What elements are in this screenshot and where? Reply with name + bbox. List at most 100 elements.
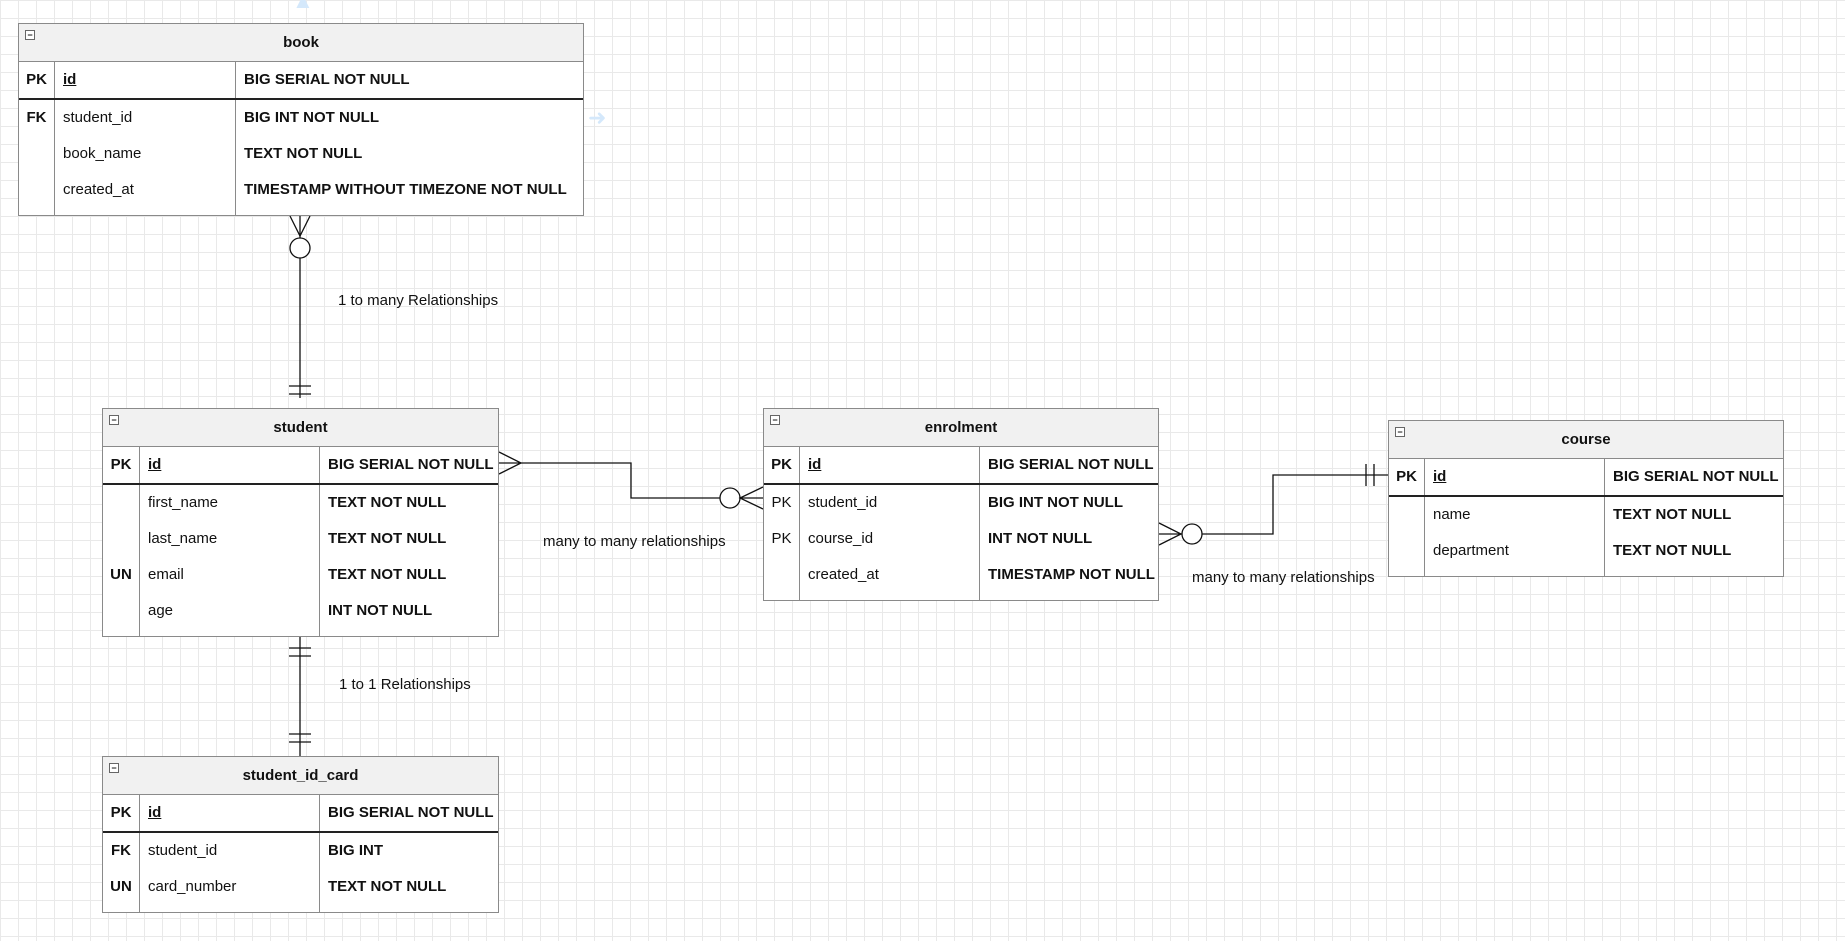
entity-title: student_id_card: [242, 767, 359, 784]
table-row[interactable]: created_at TIMESTAMP NOT NULL: [764, 557, 1158, 593]
key-label: PK: [110, 456, 132, 473]
table-row[interactable]: first_name TEXT NOT NULL: [103, 485, 498, 521]
entity-title: course: [1561, 431, 1611, 448]
table-row[interactable]: FK student_id BIG INT: [103, 833, 498, 869]
table-row[interactable]: FK student_id BIG INT NOT NULL: [19, 100, 583, 136]
column-name: name: [1433, 506, 1471, 523]
column-type: TEXT NOT NULL: [328, 566, 447, 583]
collapse-icon[interactable]: −: [25, 30, 35, 40]
column-name: id: [148, 804, 162, 821]
key-label: [103, 521, 139, 557]
key-label: PK: [1396, 468, 1417, 485]
entity-student-id-card[interactable]: − student_id_card PK id BIG SERIAL NOT N…: [102, 756, 499, 913]
column-name: student_id: [808, 494, 878, 511]
table-row[interactable]: UN email TEXT NOT NULL: [103, 557, 498, 593]
column-name: book_name: [63, 145, 142, 162]
mandatory-one-student-top: [289, 385, 311, 395]
key-label: UN: [110, 878, 132, 895]
table-row[interactable]: name TEXT NOT NULL: [1389, 497, 1783, 533]
crowfoot-enrolment-right: [1158, 522, 1183, 546]
mandatory-one-course: [1365, 464, 1375, 486]
column-type: BIG SERIAL NOT NULL: [244, 71, 410, 88]
table-row[interactable]: department TEXT NOT NULL: [1389, 533, 1783, 569]
column-name: id: [808, 456, 822, 473]
column-name: created_at: [808, 566, 879, 583]
table-row[interactable]: age INT NOT NULL: [103, 593, 498, 629]
table-row[interactable]: PK id BIG SERIAL NOT NULL: [19, 62, 583, 100]
column-type: BIG SERIAL NOT NULL: [328, 804, 494, 821]
entity-header[interactable]: − book: [19, 24, 583, 62]
column-type: BIG SERIAL NOT NULL: [988, 456, 1154, 473]
column-type: INT NOT NULL: [988, 530, 1093, 547]
table-row[interactable]: PK id BIG SERIAL NOT NULL: [1389, 459, 1783, 497]
label-enrolment-course: many to many relationships: [1192, 569, 1375, 586]
column-name: age: [148, 602, 174, 619]
column-name: course_id: [808, 530, 874, 547]
collapse-icon[interactable]: −: [109, 763, 119, 773]
crowfoot-student: [498, 451, 523, 475]
key-label: PK: [26, 71, 47, 88]
label-student-card: 1 to 1 Relationships: [339, 676, 471, 693]
column-type: TEXT NOT NULL: [1613, 542, 1732, 559]
column-type: TEXT NOT NULL: [328, 494, 447, 511]
table-row[interactable]: PK id BIG SERIAL NOT NULL: [103, 795, 498, 833]
column-type: TIMESTAMP WITHOUT TIMEZONE NOT NULL: [244, 181, 567, 198]
collapse-icon[interactable]: −: [109, 415, 119, 425]
column-type: BIG SERIAL NOT NULL: [1613, 468, 1779, 485]
entity-course[interactable]: − course PK id BIG SERIAL NOT NULL name …: [1388, 420, 1784, 577]
key-label: [1389, 533, 1424, 569]
entity-title: enrolment: [924, 419, 998, 436]
mandatory-one-student-bottom: [289, 647, 311, 657]
mandatory-one-card-top: [289, 733, 311, 743]
key-label: FK: [26, 109, 47, 126]
column-name: card_number: [148, 878, 237, 895]
entity-student[interactable]: − student PK id BIG SERIAL NOT NULL firs…: [102, 408, 499, 637]
table-row[interactable]: PK id BIG SERIAL NOT NULL: [103, 447, 498, 485]
key-label: UN: [110, 566, 132, 583]
key-label: PK: [771, 494, 792, 511]
column-name: last_name: [148, 530, 218, 547]
key-label: [19, 136, 54, 172]
crowfoot-book: [289, 215, 311, 238]
connector-student-enrolment: [499, 462, 763, 499]
table-row[interactable]: last_name TEXT NOT NULL: [103, 521, 498, 557]
key-label: FK: [111, 842, 131, 859]
collapse-icon[interactable]: −: [770, 415, 780, 425]
entity-header[interactable]: − course: [1389, 421, 1783, 459]
key-label: [19, 172, 54, 208]
optional-circle-book: [289, 237, 311, 259]
column-type: BIG SERIAL NOT NULL: [328, 456, 494, 473]
column-name: id: [63, 71, 77, 88]
collapse-icon[interactable]: −: [1395, 427, 1405, 437]
column-type: BIG INT: [328, 842, 383, 859]
table-row[interactable]: PK course_id INT NOT NULL: [764, 521, 1158, 557]
key-label: [103, 485, 139, 521]
entity-book[interactable]: − book PK id BIG SERIAL NOT NULL FK stud…: [18, 23, 584, 216]
column-type: INT NOT NULL: [328, 602, 433, 619]
column-name: created_at: [63, 181, 134, 198]
optional-circle-enrolment-left: [719, 487, 741, 509]
entity-enrolment[interactable]: − enrolment PK id BIG SERIAL NOT NULL PK…: [763, 408, 1159, 601]
column-name: department: [1433, 542, 1509, 559]
column-type: BIG INT NOT NULL: [244, 109, 379, 126]
key-label: [1389, 497, 1424, 533]
table-row[interactable]: UN card_number TEXT NOT NULL: [103, 869, 498, 905]
entity-title: student: [273, 419, 328, 436]
table-row[interactable]: PK student_id BIG INT NOT NULL: [764, 485, 1158, 521]
entity-header[interactable]: − student_id_card: [103, 757, 498, 795]
table-row[interactable]: book_name TEXT NOT NULL: [19, 136, 583, 172]
entity-header[interactable]: − student: [103, 409, 498, 447]
column-type: TEXT NOT NULL: [244, 145, 363, 162]
column-name: student_id: [148, 842, 218, 859]
entity-header[interactable]: − enrolment: [764, 409, 1158, 447]
table-row[interactable]: PK id BIG SERIAL NOT NULL: [764, 447, 1158, 485]
column-name: id: [148, 456, 162, 473]
table-row[interactable]: created_at TIMESTAMP WITHOUT TIMEZONE NO…: [19, 172, 583, 208]
column-name: email: [148, 566, 184, 583]
key-label: PK: [771, 456, 792, 473]
column-type: TEXT NOT NULL: [328, 878, 447, 895]
key-label: [764, 557, 799, 593]
column-name: student_id: [63, 109, 133, 126]
key-label: PK: [771, 530, 792, 547]
